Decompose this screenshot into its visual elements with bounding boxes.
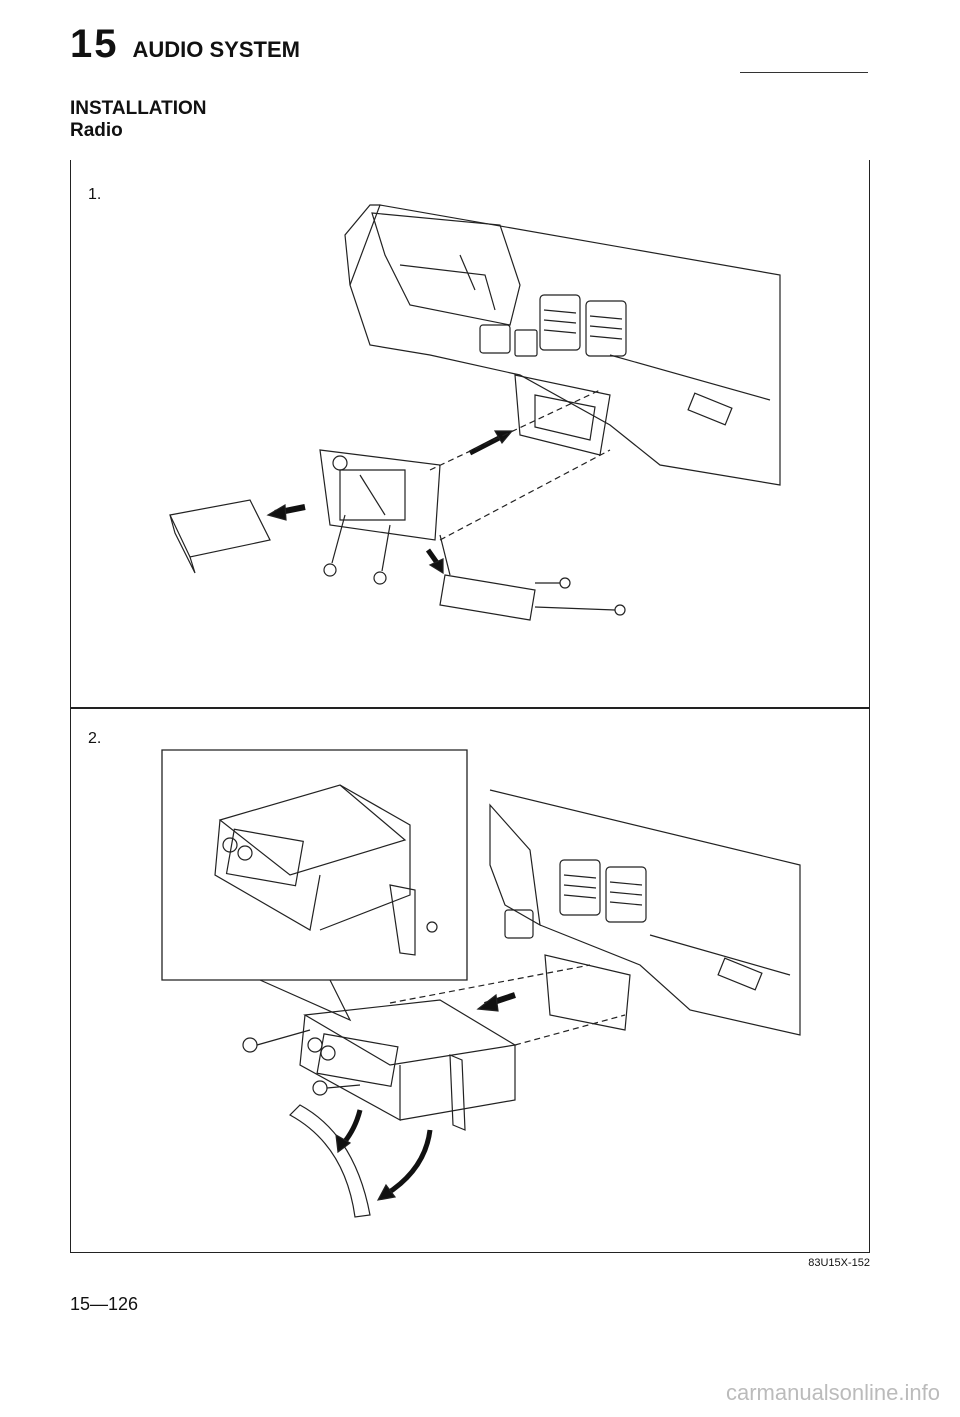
step-1-label: 1.	[88, 186, 102, 203]
illustration-frame	[70, 160, 870, 1253]
chapter-title: AUDIO SYSTEM	[132, 37, 300, 62]
header-rule	[740, 72, 868, 73]
section-subtitle: Radio	[70, 120, 123, 141]
step-2-illustration	[160, 745, 820, 1230]
figure-code: 83U15X-152	[808, 1257, 870, 1269]
section-title: INSTALLATION	[70, 98, 207, 119]
chapter-header: 15 AUDIO SYSTEM	[70, 22, 300, 67]
step-2-label: 2.	[88, 730, 102, 747]
watermark: carmanualsonline.info	[725, 1380, 940, 1405]
figure-divider	[70, 707, 870, 709]
page-number: 15—126	[70, 1294, 139, 1314]
chapter-number: 15	[70, 22, 119, 66]
step-1-illustration	[140, 195, 800, 635]
